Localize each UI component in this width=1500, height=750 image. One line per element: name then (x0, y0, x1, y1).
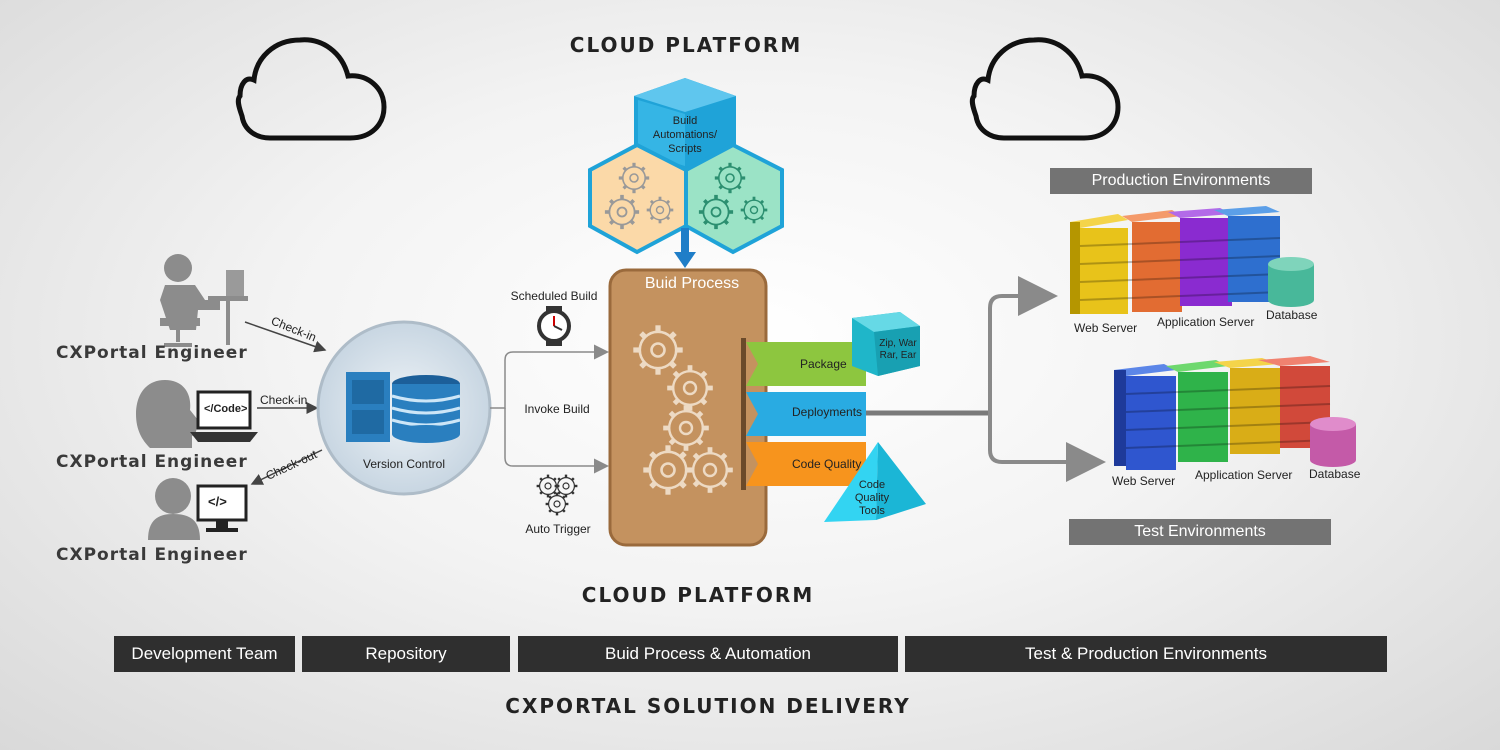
build-automation-line: Scripts (668, 143, 702, 155)
middle-heading: CLOUD PLATFORM (581, 583, 815, 607)
test-servers (1114, 356, 1356, 470)
build-process-title: Buid Process (644, 275, 740, 292)
engineer-at-monitor-icon (148, 478, 248, 540)
prod-app-server-label: Application Server (1157, 315, 1255, 329)
prod-app-server-stack-orange (1122, 210, 1182, 312)
engineer-label: CXPortal Engineer (56, 545, 248, 565)
test-database-label: Database (1309, 467, 1361, 481)
package-cube (852, 312, 920, 376)
package-box-line: Zip, War (879, 338, 917, 349)
deployments-stage (746, 392, 866, 436)
package-stage (746, 342, 866, 386)
build-automation-line: Build (672, 115, 698, 127)
package-box-label: Zip, War Rar, Ear (879, 338, 916, 362)
scheduled-build-label: Scheduled Build (510, 289, 598, 303)
clock-icon (537, 306, 571, 346)
gear-hexagon-orange (588, 142, 688, 255)
quality-tools-line: Code (858, 479, 886, 491)
test-app-server-stack-green (1166, 360, 1228, 462)
engineer-label: CXPortal Engineer (56, 452, 248, 472)
bottom-heading: CXPORTAL SOLUTION DELIVERY (505, 694, 911, 718)
test-web-server-label: Web Server (1112, 474, 1176, 488)
test-web-server-stack (1114, 364, 1176, 470)
test-production-environments-bar: Test & Production Environments (905, 636, 1387, 672)
code-screen-text: </> (208, 494, 227, 509)
quality-tools-line: Tools (859, 505, 885, 517)
production-environments-title: Production Environments (1050, 168, 1312, 194)
package-label: Package (800, 357, 847, 371)
build-automation-line: Automations/ (652, 129, 718, 141)
prod-database-label: Database (1266, 308, 1318, 322)
gear-hexagon-green (684, 142, 784, 255)
development-team-bar: Development Team (114, 636, 295, 672)
invoke-build-label: Invoke Build (524, 402, 590, 416)
code-screen-text: </Code> (204, 403, 248, 415)
test-environments-title: Test Environments (1069, 519, 1331, 545)
code-quality-stage (746, 442, 866, 486)
prod-web-server-label: Web Server (1074, 321, 1138, 335)
production-servers (1070, 206, 1314, 314)
build-automation-cube (634, 78, 736, 170)
test-database-cylinder (1310, 417, 1356, 467)
code-quality-label: Code Quality (792, 457, 862, 471)
cloud-icon-left (235, 37, 387, 141)
quality-tools-line: Quality (854, 492, 890, 504)
deployments-label: Deployments (792, 405, 863, 419)
auto-trigger-gears-icon (535, 473, 579, 517)
server-database-icon (346, 372, 461, 443)
auto-trigger-label: Auto Trigger (525, 522, 591, 536)
engineer-label: CXPortal Engineer (56, 343, 248, 363)
quality-tools-label: Code Quality Tools (855, 479, 889, 518)
version-control-label: Version Control (362, 457, 446, 471)
top-heading: CLOUD PLATFORM (569, 33, 803, 57)
build-process-automation-bar: Buid Process & Automation (518, 636, 898, 672)
package-box-line: Rar, Ear (879, 350, 917, 361)
repository-bar: Repository (302, 636, 510, 672)
test-app-server-label: Application Server (1195, 468, 1293, 482)
engineer-with-code-laptop-icon (136, 380, 258, 448)
prod-database-cylinder (1268, 257, 1314, 307)
cloud-icon-right (969, 37, 1121, 141)
quality-tools-pyramid (824, 442, 926, 522)
developer-at-desk-icon (160, 254, 248, 347)
prod-web-server-stack (1070, 214, 1128, 314)
check-in-label: Check-in (260, 393, 308, 407)
build-automation-label: Build Automations/ Scripts (653, 114, 717, 156)
